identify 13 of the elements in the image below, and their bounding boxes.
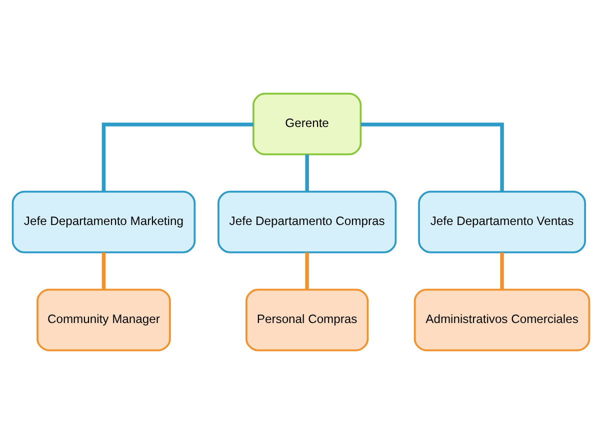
connector — [500, 252, 504, 290]
node-box: Gerente — [252, 92, 362, 156]
node-box: Jefe Departamento Ventas — [418, 190, 586, 254]
connector — [102, 252, 106, 290]
node-box: Jefe Departamento Marketing — [12, 190, 196, 254]
node-box: Personal Compras — [246, 288, 369, 352]
connector — [305, 154, 309, 192]
node-box: Administrativos Comerciales — [414, 288, 590, 352]
connector — [102, 122, 254, 192]
connector — [305, 252, 309, 290]
node-box: Jefe Departamento Compras — [218, 190, 397, 254]
connector — [360, 122, 504, 192]
node-box: Community Manager — [36, 288, 171, 352]
